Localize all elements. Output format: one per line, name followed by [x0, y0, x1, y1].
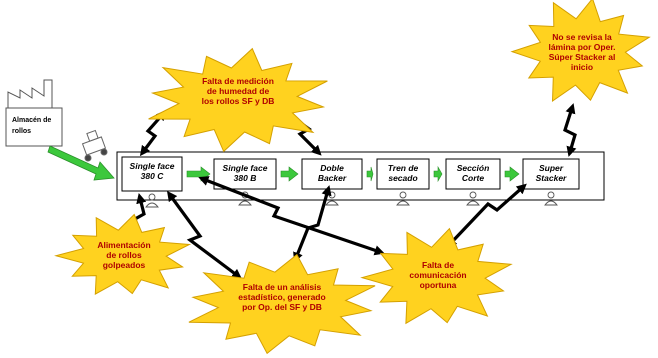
lightning-connector	[563, 103, 577, 157]
lightning-connector	[166, 190, 243, 280]
warehouse-label-box	[5, 107, 63, 147]
operator-icon	[544, 191, 558, 206]
input-flow-arrow	[47, 145, 115, 181]
explosion-shape	[148, 47, 328, 153]
process-box	[376, 158, 430, 190]
lightning-connector	[446, 183, 527, 248]
problem-connectors	[133, 103, 577, 280]
process-box	[522, 158, 580, 190]
forklift-icon	[81, 129, 108, 162]
warehouse-label: Almacén de rollos	[12, 117, 53, 135]
explosion-shape	[510, 0, 651, 102]
explosion-shape	[188, 253, 376, 355]
operator-icon	[396, 191, 410, 206]
factory-icon	[7, 79, 53, 109]
process-box	[121, 156, 183, 192]
explosion-shape	[360, 227, 513, 325]
flow-arrow	[433, 165, 443, 183]
flow-arrow	[504, 166, 520, 182]
operator-icon	[145, 193, 159, 208]
explosion-shape	[54, 213, 192, 295]
warehouse: Almacén de rollos	[5, 79, 63, 147]
lightning-connector	[139, 110, 167, 157]
lightning-connector	[198, 176, 385, 256]
